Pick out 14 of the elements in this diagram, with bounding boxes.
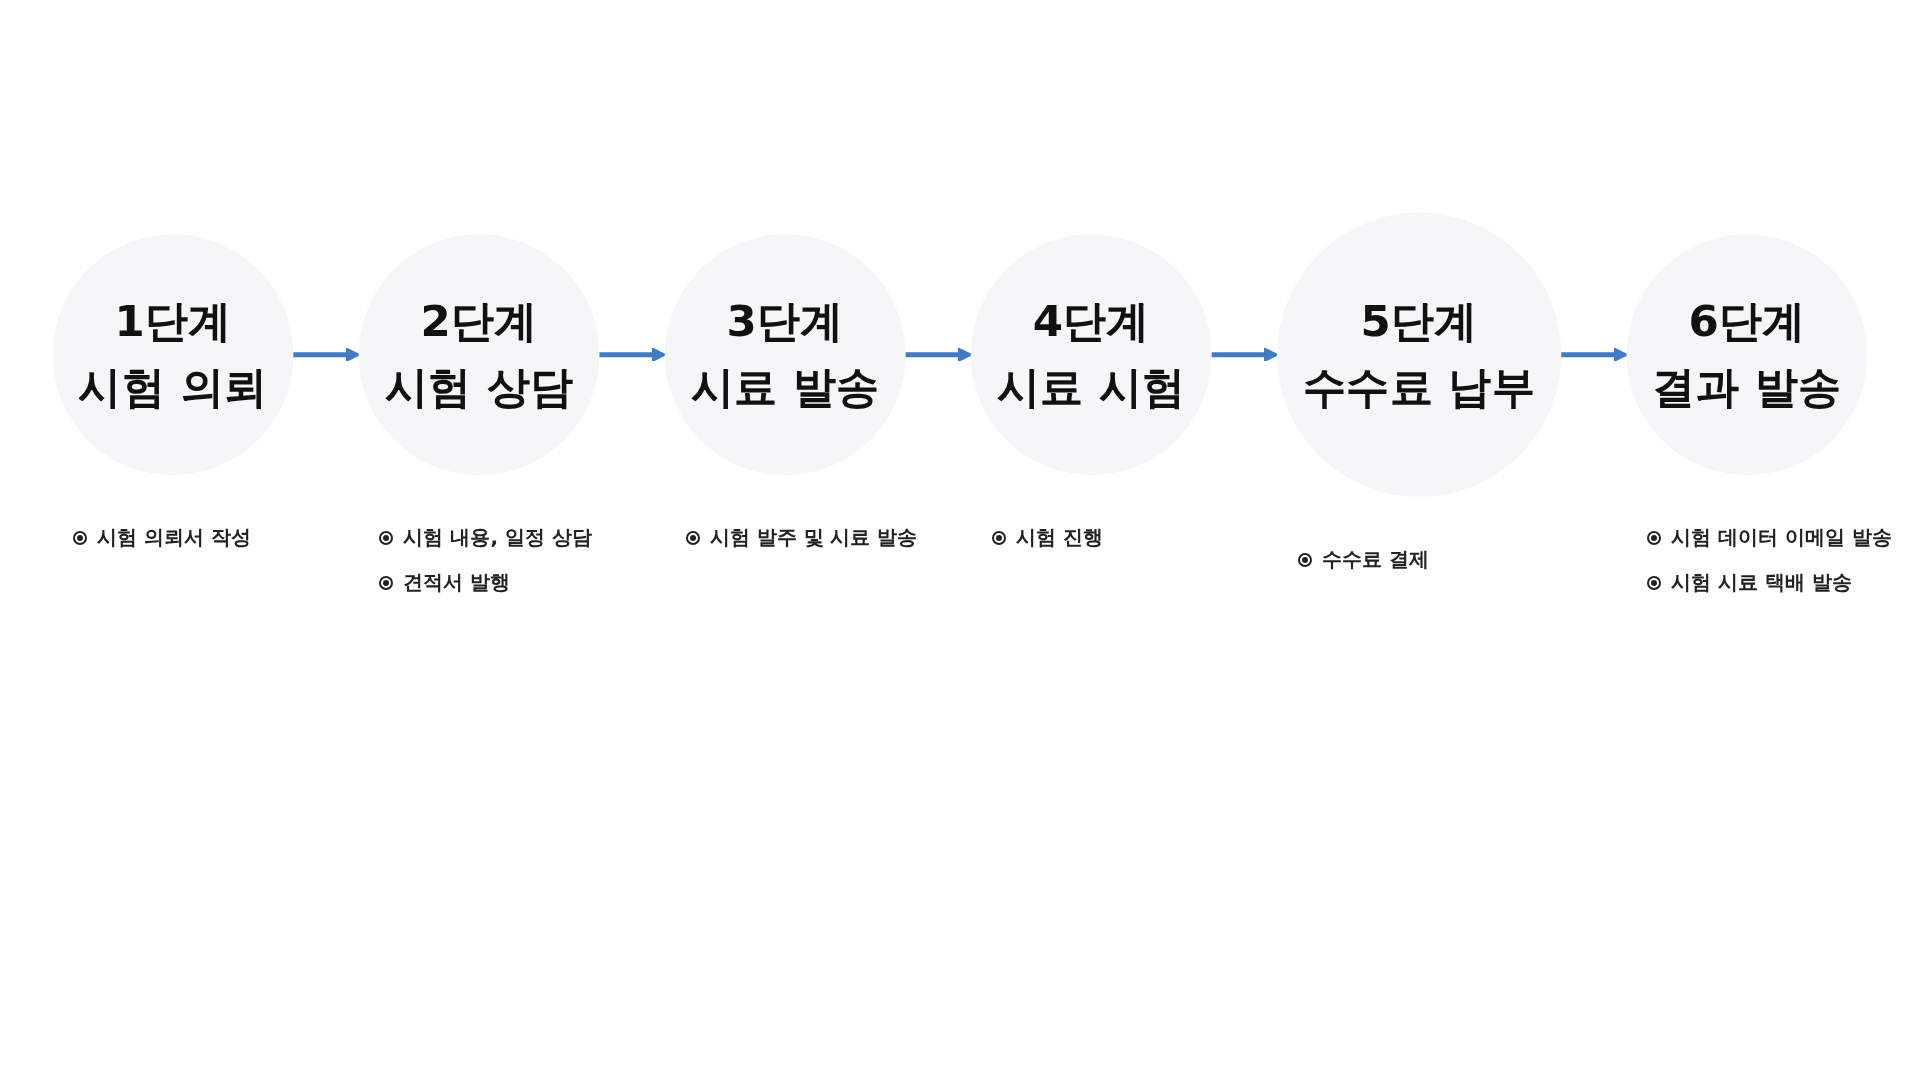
step-detail: 시험 내용, 일정 상담 [403, 524, 592, 552]
step-detail: 시험 시료 택배 발송 [1671, 569, 1853, 597]
step-detail: 시험 발주 및 시료 발송 [709, 524, 918, 552]
step-circle: 6단계 결과 발송 [1626, 234, 1868, 476]
step-circle: 4단계 시료 시험 [970, 234, 1212, 476]
step-detail: 견적서 발행 [403, 569, 511, 597]
step-circle: 5단계 수수료 납부 [1276, 212, 1562, 497]
step-circle: 1단계 시험 의뢰 [52, 234, 294, 476]
step-detail: 수수료 결제 [1321, 546, 1429, 574]
step-detail: 시험 진행 [1015, 524, 1103, 552]
step-circle: 2단계 시험 상담 [358, 234, 600, 476]
step-circle: 3단계 시료 발송 [664, 234, 906, 476]
step-detail: 시험 의뢰서 작성 [97, 524, 252, 552]
step-detail: 시험 데이터 이메일 발송 [1671, 524, 1893, 552]
